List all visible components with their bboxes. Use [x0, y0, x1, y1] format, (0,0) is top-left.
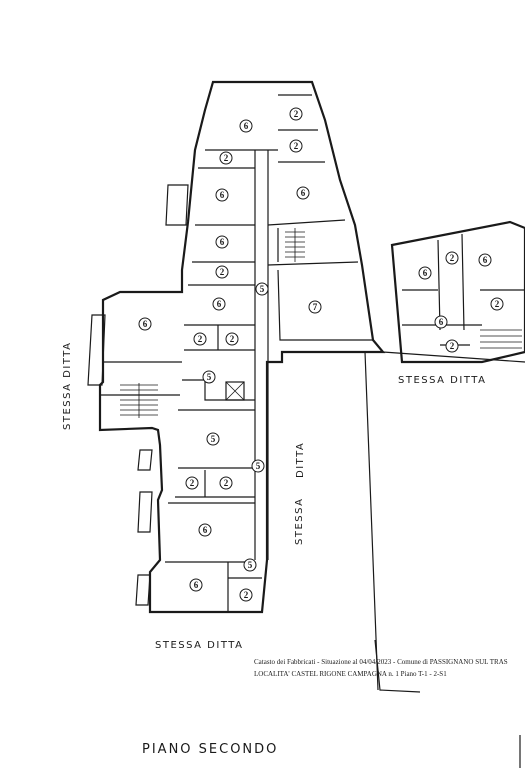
- svg-text:5: 5: [211, 434, 216, 444]
- svg-text:6: 6: [143, 319, 148, 329]
- svg-text:5: 5: [207, 372, 212, 382]
- svg-text:2: 2: [190, 478, 195, 488]
- stessa-ditta-vertical-ditta: DITTA: [295, 442, 306, 478]
- room-label: 6: [215, 235, 229, 249]
- svg-text:2: 2: [220, 267, 225, 277]
- svg-text:5: 5: [260, 284, 265, 294]
- room-label: 2: [445, 339, 459, 353]
- room-label: 5: [251, 459, 265, 473]
- svg-text:6: 6: [301, 188, 306, 198]
- room-label: 2: [289, 139, 303, 153]
- svg-text:2: 2: [495, 299, 500, 309]
- room-label: 5: [202, 370, 216, 384]
- svg-text:2: 2: [450, 341, 455, 351]
- svg-text:2: 2: [450, 253, 455, 263]
- room-label: 5: [243, 558, 257, 572]
- floor-title: PIANO SECONDO: [142, 742, 279, 757]
- stessa-ditta-left-label: STESSA DITTA: [62, 342, 73, 430]
- room-label: 6: [434, 315, 448, 329]
- cadastre-caption-line-2: LOCALITA' CASTEL RIGONE CAMPAGNA n. 1 Pi…: [254, 670, 447, 678]
- svg-text:6: 6: [439, 317, 444, 327]
- boundary-lines: [364, 351, 525, 693]
- room-label: 5: [255, 282, 269, 296]
- room-label: 6: [198, 523, 212, 537]
- svg-text:6: 6: [203, 525, 208, 535]
- room-label: 2: [185, 476, 199, 490]
- svg-text:2: 2: [294, 109, 299, 119]
- room-label: 2: [219, 476, 233, 490]
- svg-text:2: 2: [230, 334, 235, 344]
- svg-text:6: 6: [423, 268, 428, 278]
- main-building-walls: [87, 80, 386, 614]
- room-label: 2: [215, 265, 229, 279]
- room-label: 2: [490, 297, 504, 311]
- room-label: 7: [308, 300, 322, 314]
- room-labels: 6 2 2 2 6 6 6 6 2 6 5 7 6 2 2 5 5 5 2 2 …: [138, 107, 504, 602]
- svg-text:5: 5: [256, 461, 261, 471]
- svg-text:6: 6: [483, 255, 488, 265]
- svg-text:6: 6: [220, 237, 225, 247]
- room-label: 6: [138, 317, 152, 331]
- room-label: 2: [193, 332, 207, 346]
- stessa-ditta-right-label: STESSA DITTA: [398, 375, 486, 386]
- svg-text:2: 2: [294, 141, 299, 151]
- room-label: 6: [189, 578, 203, 592]
- room-label: 6: [478, 253, 492, 267]
- svg-text:2: 2: [224, 153, 229, 163]
- svg-text:6: 6: [220, 190, 225, 200]
- stessa-ditta-bottom-label: STESSA DITTA: [155, 640, 243, 651]
- room-label: 2: [289, 107, 303, 121]
- room-label: 6: [212, 297, 226, 311]
- room-label: 6: [296, 186, 310, 200]
- svg-text:6: 6: [217, 299, 222, 309]
- svg-text:2: 2: [198, 334, 203, 344]
- room-label: 2: [239, 588, 253, 602]
- room-label: 6: [418, 266, 432, 280]
- room-label: 6: [239, 119, 253, 133]
- svg-text:5: 5: [248, 560, 253, 570]
- annex-building-walls: [390, 220, 525, 364]
- cadastre-caption-line-1: Catasto dei Fabbricati - Situazione al 0…: [254, 658, 508, 666]
- svg-text:6: 6: [194, 580, 199, 590]
- room-label: 2: [225, 332, 239, 346]
- room-label: 2: [219, 151, 233, 165]
- svg-text:6: 6: [244, 121, 249, 131]
- room-label: 5: [206, 432, 220, 446]
- stessa-ditta-vertical-stessa: STESSA: [294, 498, 305, 546]
- room-label: 2: [445, 251, 459, 265]
- room-label: 6: [215, 188, 229, 202]
- svg-text:2: 2: [244, 590, 249, 600]
- svg-text:7: 7: [313, 302, 318, 312]
- svg-text:2: 2: [224, 478, 229, 488]
